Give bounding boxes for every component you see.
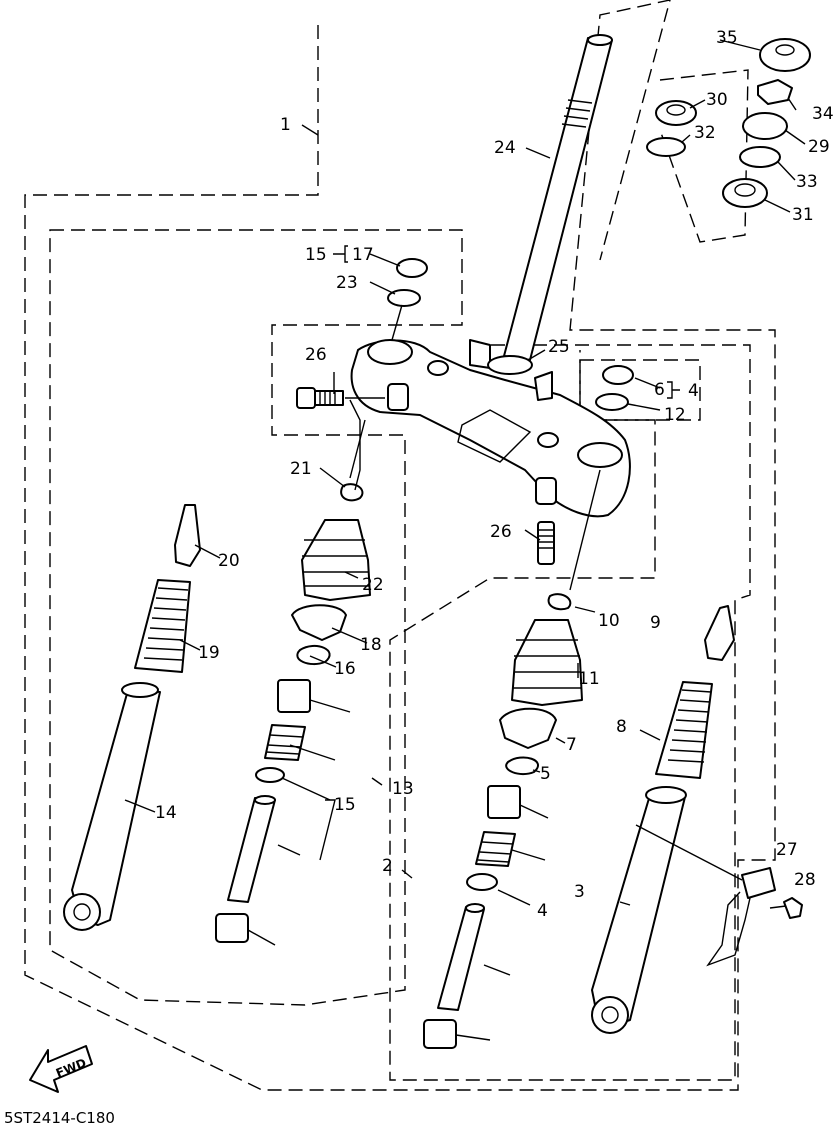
label-34: 34 xyxy=(812,104,834,124)
label-14: 14 xyxy=(155,803,177,823)
upper-caps xyxy=(387,258,428,307)
label-30: 30 xyxy=(706,90,728,110)
label-16: 16 xyxy=(334,659,356,679)
head-bearing-stack xyxy=(646,38,811,208)
label-9: 9 xyxy=(650,613,661,633)
diagram-code: 5ST2414-C180 xyxy=(4,1109,115,1127)
right-caps xyxy=(595,365,634,411)
label-28: 28 xyxy=(794,870,816,890)
label-22: 22 xyxy=(362,575,384,595)
label-10: 10 xyxy=(598,611,620,631)
label-5: 5 xyxy=(540,764,551,784)
label-32: 32 xyxy=(694,123,716,143)
label-13: 13 xyxy=(392,779,414,799)
forward-arrow-icon: FWD xyxy=(29,1045,93,1093)
label-15-upper: 15 xyxy=(305,245,327,265)
label-35: 35 xyxy=(716,28,738,48)
callout-labels: 1 24 35 30 34 32 29 33 31 15 17 23 26 25… xyxy=(155,28,834,921)
label-21: 21 xyxy=(290,459,312,479)
label-19: 19 xyxy=(198,643,220,663)
left-fork xyxy=(63,483,371,943)
label-4-lower: 4 xyxy=(537,901,548,921)
label-4-upper: 4 xyxy=(688,381,699,401)
label-24: 24 xyxy=(494,138,516,158)
right-fork xyxy=(423,593,735,1049)
label-27: 27 xyxy=(776,840,798,860)
pinch-bolts xyxy=(296,387,555,565)
label-8: 8 xyxy=(616,717,627,737)
label-33: 33 xyxy=(796,172,818,192)
label-3: 3 xyxy=(574,882,585,902)
label-17: 17 xyxy=(352,245,374,265)
hose-guide xyxy=(635,824,803,967)
label-29: 29 xyxy=(808,137,830,157)
label-25: 25 xyxy=(548,337,570,357)
label-18: 18 xyxy=(360,635,382,655)
label-23: 23 xyxy=(336,273,358,293)
assembly-group-outlines xyxy=(24,0,776,1091)
label-11: 11 xyxy=(578,669,600,689)
label-15-lower: 15 xyxy=(334,795,356,815)
label-20: 20 xyxy=(218,551,240,571)
label-26-upper: 26 xyxy=(305,345,327,365)
leader-lines xyxy=(124,39,806,1041)
label-26-lower: 26 xyxy=(490,522,512,542)
steering-stem xyxy=(503,34,613,361)
label-2: 2 xyxy=(382,856,393,876)
label-31: 31 xyxy=(792,205,814,225)
label-12: 12 xyxy=(664,405,686,425)
label-6: 6 xyxy=(654,380,665,400)
label-7: 7 xyxy=(566,735,577,755)
under-bracket xyxy=(350,339,631,518)
label-1: 1 xyxy=(280,115,291,135)
